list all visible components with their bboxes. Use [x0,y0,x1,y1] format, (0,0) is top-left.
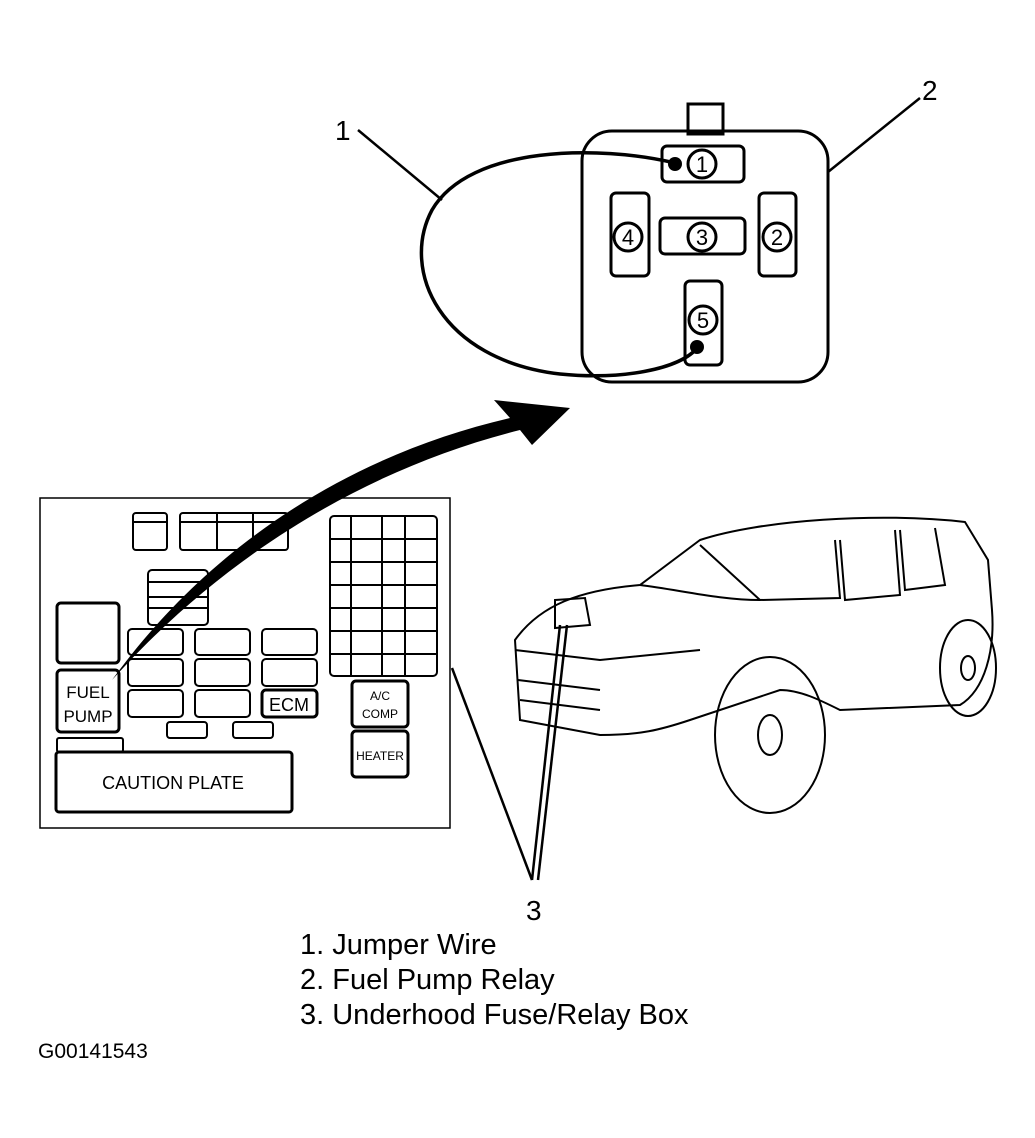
caution-plate [54,750,294,814]
terminal-number-2: 2 [771,225,783,250]
ac-label-line2: COMP [362,707,398,721]
jumper-wire [419,150,700,378]
callout-line-3a [450,667,534,881]
terminal-circle-5 [687,304,719,336]
jumper-clip-terminal-1 [668,157,682,171]
heater-slot [350,729,410,779]
vehicle-illustration [513,516,997,814]
terminal-circle-4 [612,221,644,253]
terminal-number-3: 3 [696,225,708,250]
fuse-box-outline [39,497,451,829]
fuel-label-line2: PUMP [63,707,112,726]
ac-label-line1: A/C [370,689,390,703]
relay-tab [686,102,725,136]
underhood-fuse-relay-box [39,497,451,829]
ecm-label: ECM [269,695,309,715]
fuel-pump-relay-slot [55,668,121,734]
terminal-number-1: 1 [696,152,708,177]
legend-item: 1. Jumper Wire [300,929,497,961]
callout-number-2: 2 [922,75,938,106]
terminal-slot-2 [757,191,798,278]
terminal-slot-3 [658,216,747,256]
callout-line-3c [536,624,569,881]
ecm-slot [260,688,319,719]
callout-line-2 [827,97,921,173]
callout-line-1 [357,129,443,201]
terminal-number-4: 4 [622,225,634,250]
heater-label: HEATER [356,749,404,763]
fuel-pump-relay [580,102,830,384]
jumper-clip-terminal-5 [690,340,704,354]
terminal-circle-2 [761,221,793,253]
legend-item: 3. Underhood Fuse/Relay Box [300,999,689,1031]
figure-id: G00141543 [38,1040,148,1063]
callout-number-3: 3 [526,895,542,926]
fuel-label-line1: FUEL [66,683,109,702]
caution-plate-label: CAUTION PLATE [102,773,244,793]
callout-number-1: 1 [335,115,351,146]
terminal-slot-5 [683,279,724,367]
terminal-slot-4 [609,191,651,278]
callout-line-3b [530,624,562,881]
legend: 1. Jumper Wire 2. Fuel Pump Relay 3. Und… [300,928,689,1033]
ac-comp-slot [350,679,410,729]
terminal-circle-3 [686,221,718,253]
terminal-number-5: 5 [697,308,709,333]
terminal-slot-1 [660,144,746,184]
legend-item: 2. Fuel Pump Relay [300,964,555,996]
pointer-arrow [112,400,570,680]
terminal-circle-1 [686,148,718,180]
relay-body [580,129,830,384]
vehicle-fuse-box-location [554,596,592,630]
